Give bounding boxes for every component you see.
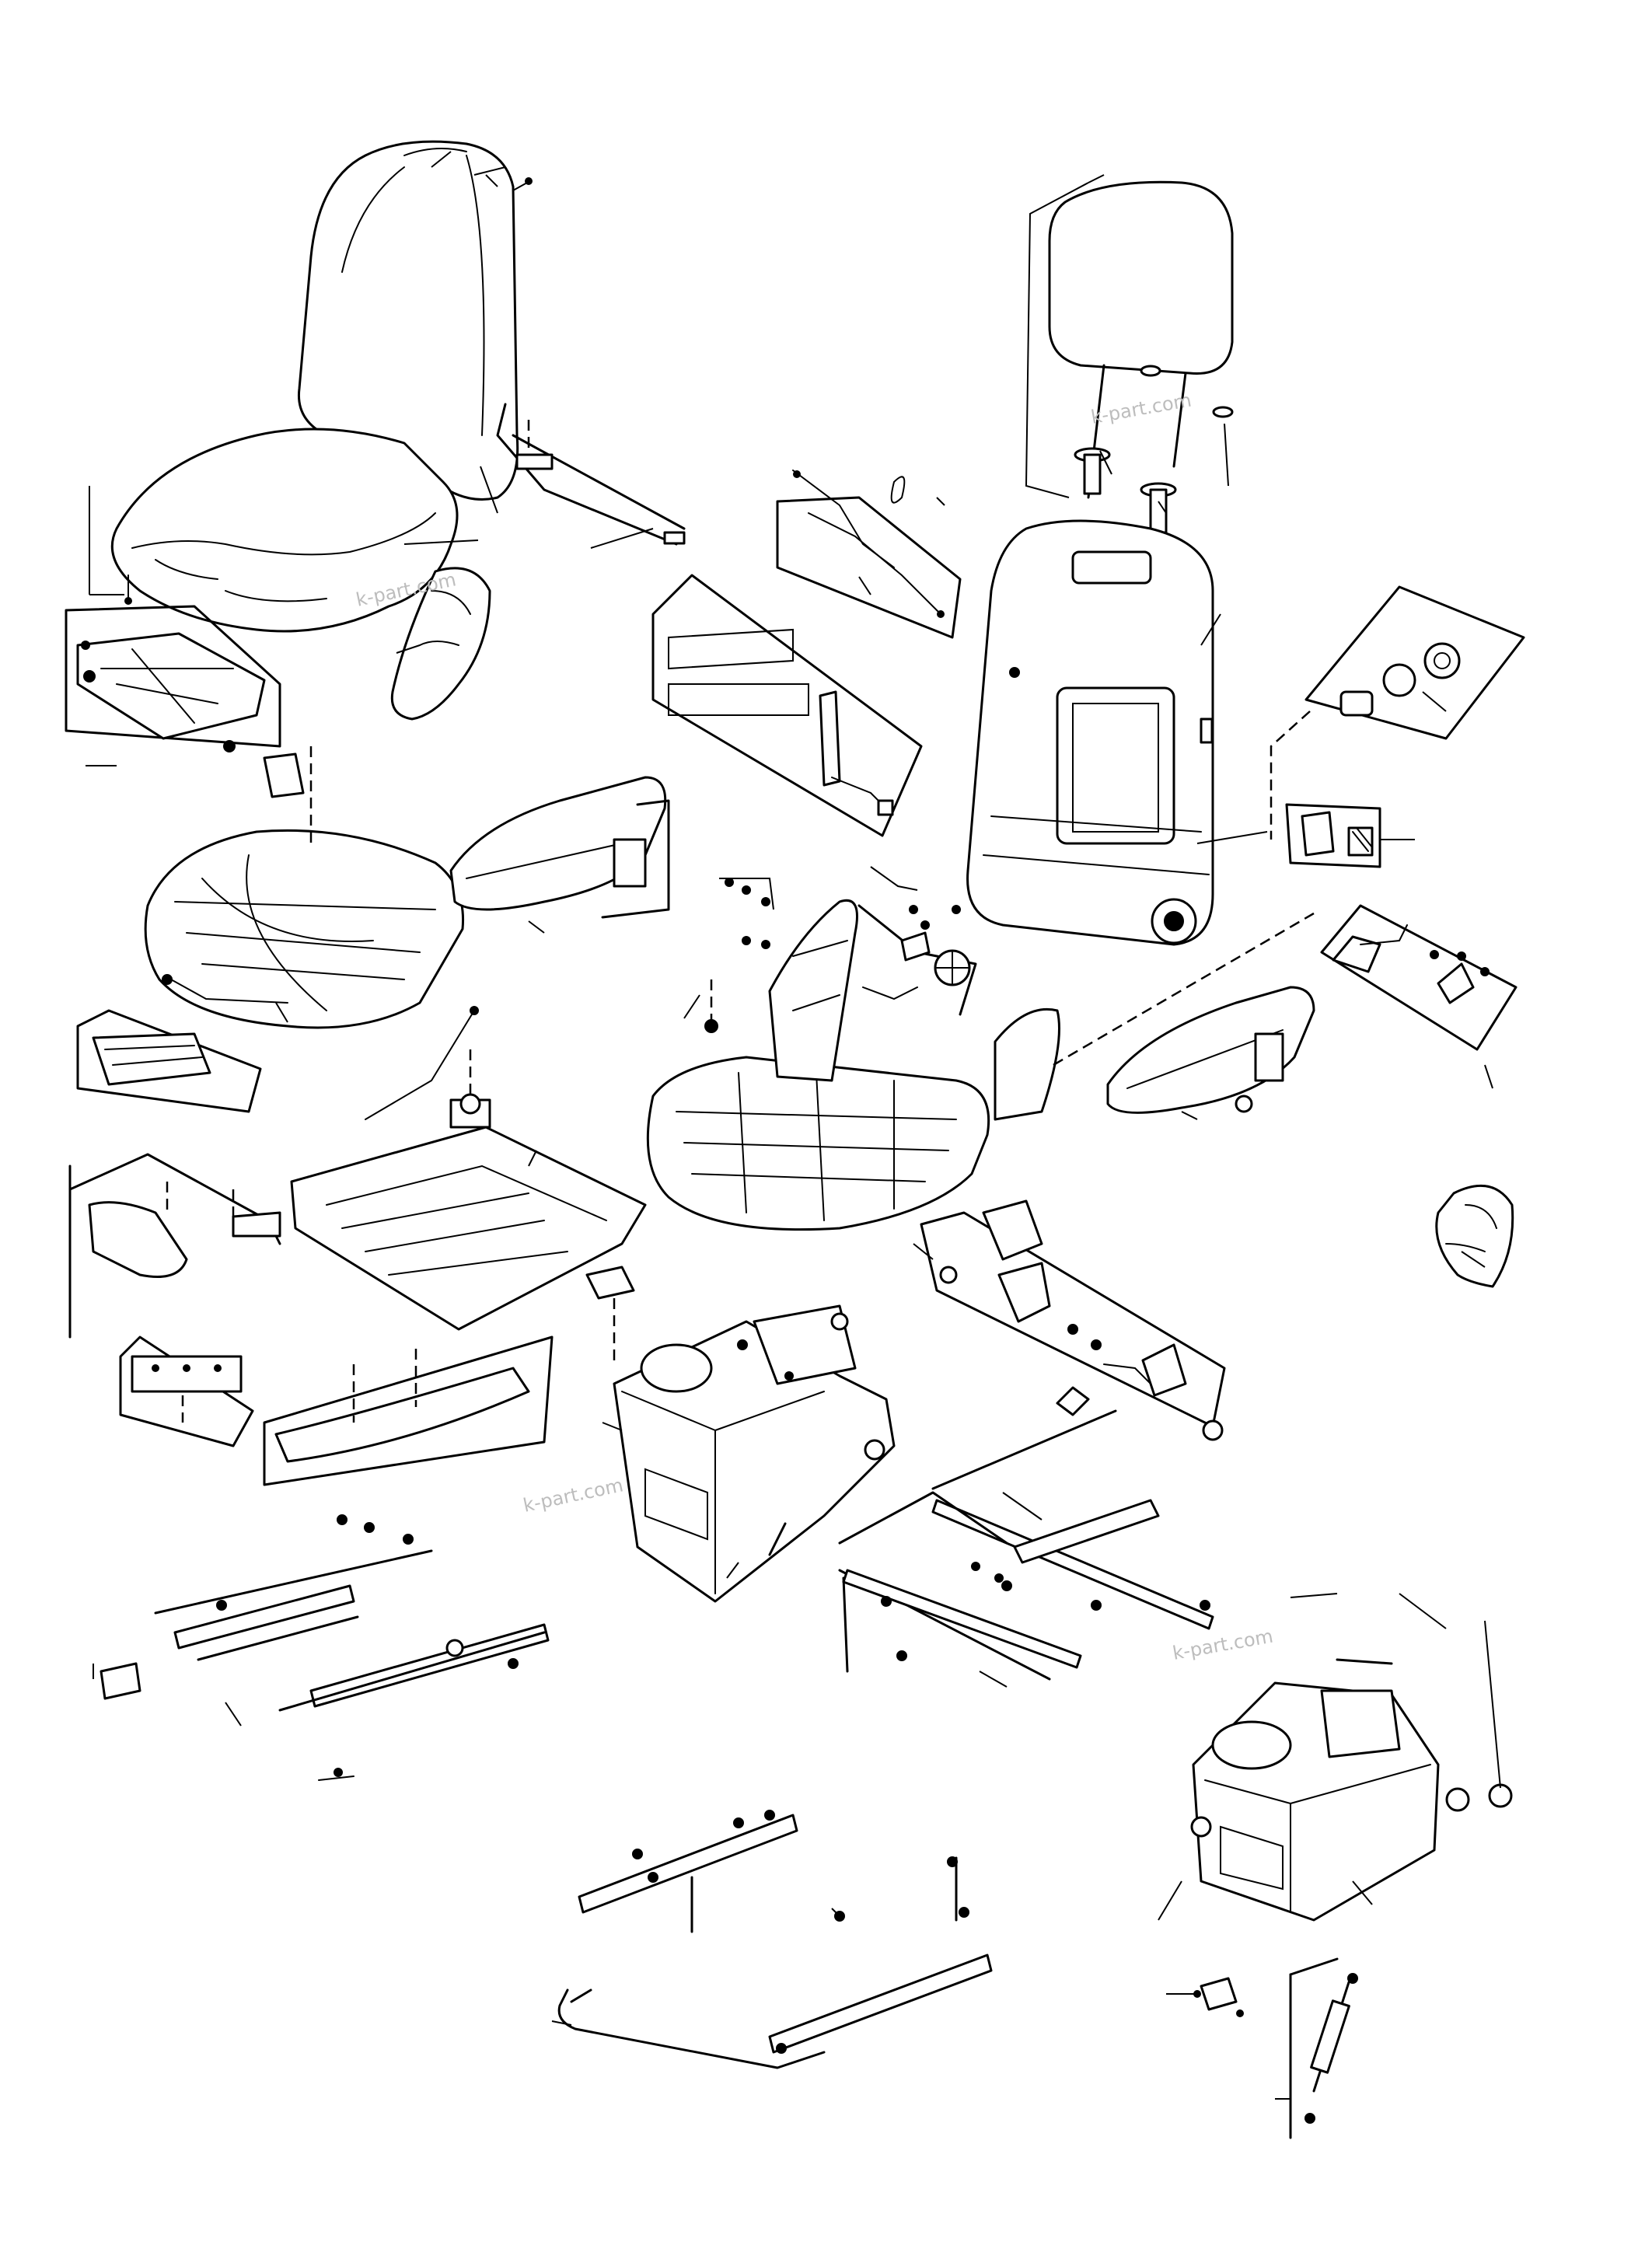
seat-belt-buckle: [913, 1199, 1226, 1441]
seat-base-plate: [290, 1006, 647, 1360]
frame-bolts: [719, 866, 961, 949]
callout-leaders-covers: [89, 151, 506, 595]
watermark: k-part.com: [521, 1474, 625, 1517]
armrest-right: [1053, 912, 1315, 1120]
shock-absorber: [838, 1386, 1513, 1808]
cushion-heater-wire: [496, 403, 686, 549]
backrest-frame: [966, 519, 1268, 946]
armrest-left: [449, 776, 670, 934]
backrest-wiring: [776, 470, 962, 639]
cushion-pan-small: [65, 605, 281, 766]
watermark: k-part.com: [1171, 1625, 1275, 1664]
suspension-housing: [602, 1304, 896, 1603]
rail-cover-left: [119, 1335, 254, 1447]
rail-cover-right: [263, 1335, 554, 1486]
side-cover-left: [390, 567, 491, 721]
slide-rail-center: [838, 1492, 1214, 1688]
side-cover-right: [1435, 1184, 1514, 1288]
lumbar-knob: [1270, 585, 1525, 840]
slide-rail-bottom: [551, 1810, 993, 2069]
suspension-frame: [646, 899, 1060, 1231]
backrest-spring-assembly: [651, 574, 923, 837]
cushion-frame: [144, 746, 465, 1029]
armrest-hinge-parts: [1320, 904, 1518, 1089]
watermark: k-part.com: [1089, 389, 1193, 428]
switch-bracket: [1285, 803, 1415, 868]
headrest: [1025, 174, 1234, 534]
small-clip: [1166, 1977, 1244, 2017]
rear-housing-right: [1158, 1593, 1470, 1922]
gas-strut: [1275, 1957, 1358, 2139]
seat-belt-bracket-left: [76, 974, 288, 1113]
recline-gear: [857, 904, 977, 1016]
seat-cover-assembly: [110, 140, 533, 633]
slide-handle-left: [68, 1153, 281, 1339]
slide-rails-left: [93, 1514, 550, 1781]
